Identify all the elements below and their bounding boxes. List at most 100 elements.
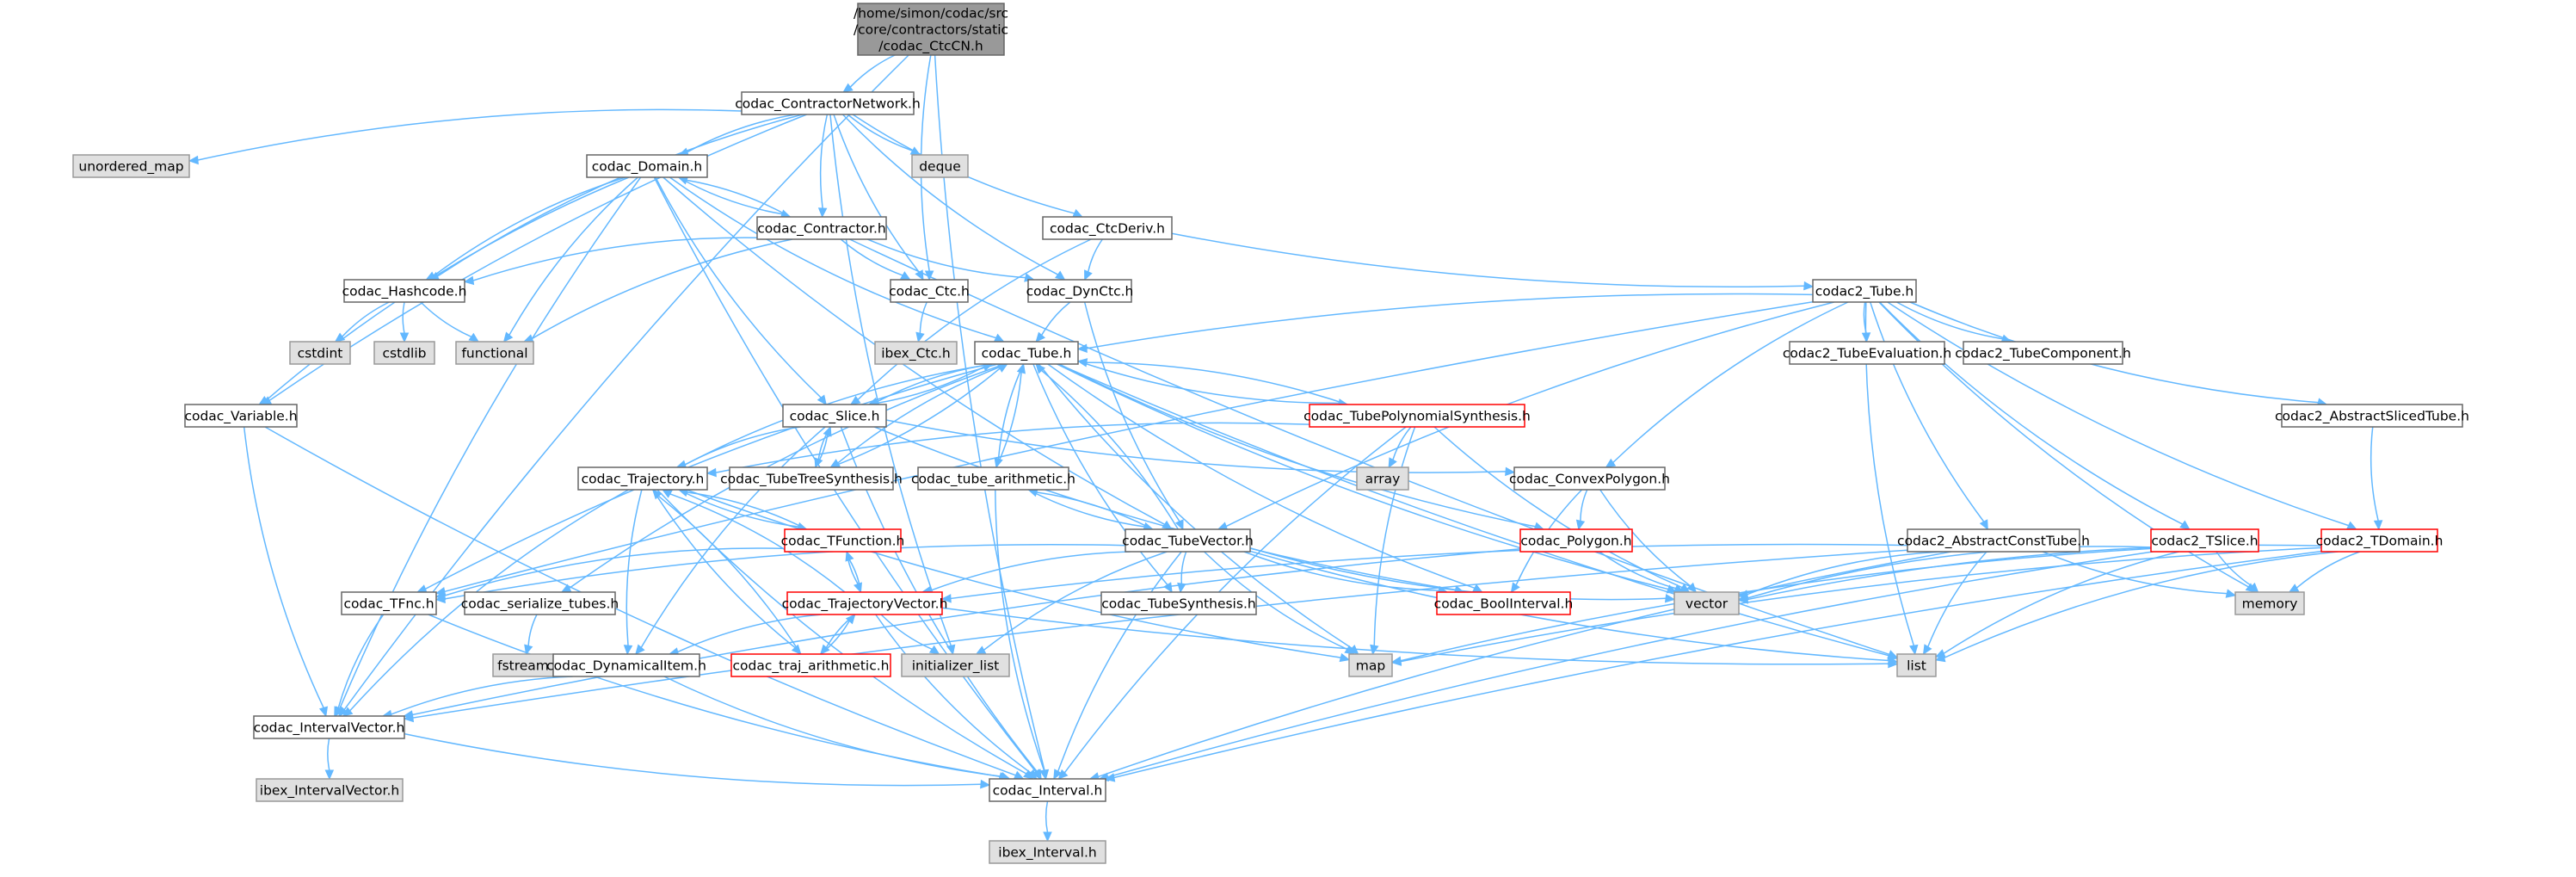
edge-line (472, 237, 758, 281)
node-tube[interactable]: codac_Tube.h (974, 341, 1079, 365)
node-label: codac_ContractorNetwork.h (735, 96, 921, 113)
node-trajarith[interactable]: codac_traj_arithmetic.h (730, 653, 891, 677)
edge-trajarith-to-trajectory (651, 489, 802, 655)
edge-line (327, 738, 330, 771)
node-hashcode[interactable]: codac_Hashcode.h (342, 279, 467, 303)
edge-line (1580, 489, 1588, 522)
edge-arrowhead (706, 467, 717, 478)
edge-line (1433, 426, 1683, 589)
node-interval[interactable]: codac_Interval.h (989, 778, 1106, 802)
node-ctcderiv[interactable]: codac_CtcDeriv.h (1042, 216, 1173, 240)
edge-serial-to-fstream (524, 614, 538, 656)
node-cstdlib: cstdlib (373, 341, 435, 365)
node-contractor[interactable]: codac_Contractor.h (756, 216, 887, 240)
edge-line (1909, 301, 2319, 404)
node-label: map (1356, 658, 1385, 674)
node-absconst[interactable]: codac2_AbstractConstTube.h (1897, 528, 2090, 553)
edge-arrowhead (845, 614, 856, 625)
node-label: initializer_list (912, 658, 1000, 675)
node-box (1513, 466, 1666, 491)
node-tubevector[interactable]: codac_TubeVector.h (1122, 528, 1254, 553)
edge-arrowhead (1605, 458, 1617, 468)
edge-hashcode-to-functional (420, 301, 480, 343)
node-tfunction[interactable]: codac_TFunction.h (781, 528, 905, 553)
edge-line (880, 614, 933, 651)
node-functional: functional (455, 341, 534, 365)
edge-dynctc-to-tube (1035, 301, 1071, 343)
edge-arrowhead (975, 645, 987, 655)
node-ctc[interactable]: codac_Ctc.h (889, 279, 970, 303)
node-dynitem[interactable]: codac_DynamicalItem.h (546, 653, 706, 677)
node-tubearith[interactable]: codac_tube_arithmetic.h (911, 466, 1075, 491)
node-tfnc[interactable]: codac_TFnc.h (341, 591, 437, 615)
node-cn[interactable]: codac_ContractorNetwork.h (735, 91, 921, 115)
edge-line (532, 238, 793, 340)
node-tubecomp[interactable]: codac2_TubeComponent.h (1955, 341, 2131, 365)
edge-line (1056, 363, 1668, 590)
edge-line (1870, 301, 1985, 522)
node-trajvec[interactable]: codac_TrajectoryVector.h (782, 591, 948, 615)
node-intvec[interactable]: codac_IntervalVector.h (253, 715, 405, 739)
node-box (1100, 591, 1257, 615)
node-slice[interactable]: codac_Slice.h (782, 404, 887, 428)
node-tubesynth[interactable]: codac_TubeSynthesis.h (1100, 591, 1257, 615)
node-tslice2[interactable]: codac2_TSlice.h (2150, 528, 2259, 553)
node-convexpoly[interactable]: codac_ConvexPolygon.h (1509, 466, 1670, 491)
node-tdomain2[interactable]: codac2_TDomain.h (2316, 528, 2444, 553)
node-label: codac_CtcDeriv.h (1050, 221, 1165, 238)
edge-arrowhead (1054, 270, 1066, 281)
edge-arrowhead (1035, 363, 1046, 374)
node-box (577, 466, 708, 491)
edge-tslice2-to-interval (1098, 551, 2154, 781)
node-tubeeval[interactable]: codac2_TubeEvaluation.h (1783, 341, 1951, 365)
node-dynctc[interactable]: codac_DynCtc.h (1026, 279, 1134, 303)
node-polygon[interactable]: codac_Polygon.h (1519, 528, 1633, 553)
node-box (911, 154, 969, 178)
edge-line (1086, 293, 1814, 349)
edge-tubepoly-to-array (1388, 426, 1412, 469)
edge-tubearith-to-tube (995, 362, 1026, 468)
edge-line (1045, 800, 1049, 833)
edge-arrowhead (560, 584, 572, 593)
node-trajectory[interactable]: codac_Trajectory.h (577, 466, 708, 491)
edges-layer (188, 54, 2383, 843)
edge-line (687, 491, 807, 530)
edge-contractor-to-hashcode (463, 237, 758, 286)
node-boolint[interactable]: codac_BoolInterval.h (1434, 591, 1574, 615)
edge-arrowhead (1388, 457, 1397, 469)
edge-arrowhead (997, 363, 1008, 373)
node-domain[interactable]: codac_Domain.h (586, 154, 708, 178)
edge-arrowhead (1686, 582, 1698, 593)
node-box (1963, 341, 2123, 365)
node-serial[interactable]: codac_serialize_tubes.h (461, 591, 619, 615)
node-box (2281, 404, 2463, 428)
edge-line (1057, 551, 1182, 772)
edge-line (264, 426, 1016, 776)
edge-line (1036, 491, 1154, 530)
node-label: ibex_IntervalVector.h (260, 783, 399, 800)
edge-tubevector-to-interval (1053, 551, 1182, 781)
node-variable[interactable]: codac_Variable.h (184, 404, 298, 428)
edge-tube2-to-convexpoly (1605, 301, 1849, 468)
node-label: codac_TrajectoryVector.h (782, 596, 948, 613)
node-box (253, 715, 405, 739)
edge-line (686, 489, 1341, 658)
edge-line (2215, 551, 2252, 587)
node-tube2[interactable]: codac2_Tube.h (1812, 279, 1917, 303)
node-tubetree[interactable]: codac_TubeTreeSynthesis.h (720, 466, 903, 491)
edge-line (829, 367, 1001, 468)
node-box (874, 341, 958, 365)
node-root[interactable]: /home/simon/codac/src/core/contractors/s… (854, 3, 1008, 56)
edge-arrowhead (915, 331, 925, 343)
edge-line (412, 547, 1521, 716)
node-tubepoly[interactable]: codac_TubePolynomialSynthesis.h (1303, 404, 1531, 428)
node-abssliced[interactable]: codac2_AbstractSlicedTube.h (2275, 404, 2469, 428)
edge-line (849, 54, 896, 88)
edge-tubevector-to-tubearith (1027, 488, 1154, 530)
edge-line (391, 676, 573, 715)
edge-line (425, 363, 999, 590)
edge-tube2-to-absconst (1870, 301, 1988, 531)
edge-tubevector-to-vector (1249, 547, 1676, 603)
edge-trajectory-to-trajarith (652, 489, 802, 655)
